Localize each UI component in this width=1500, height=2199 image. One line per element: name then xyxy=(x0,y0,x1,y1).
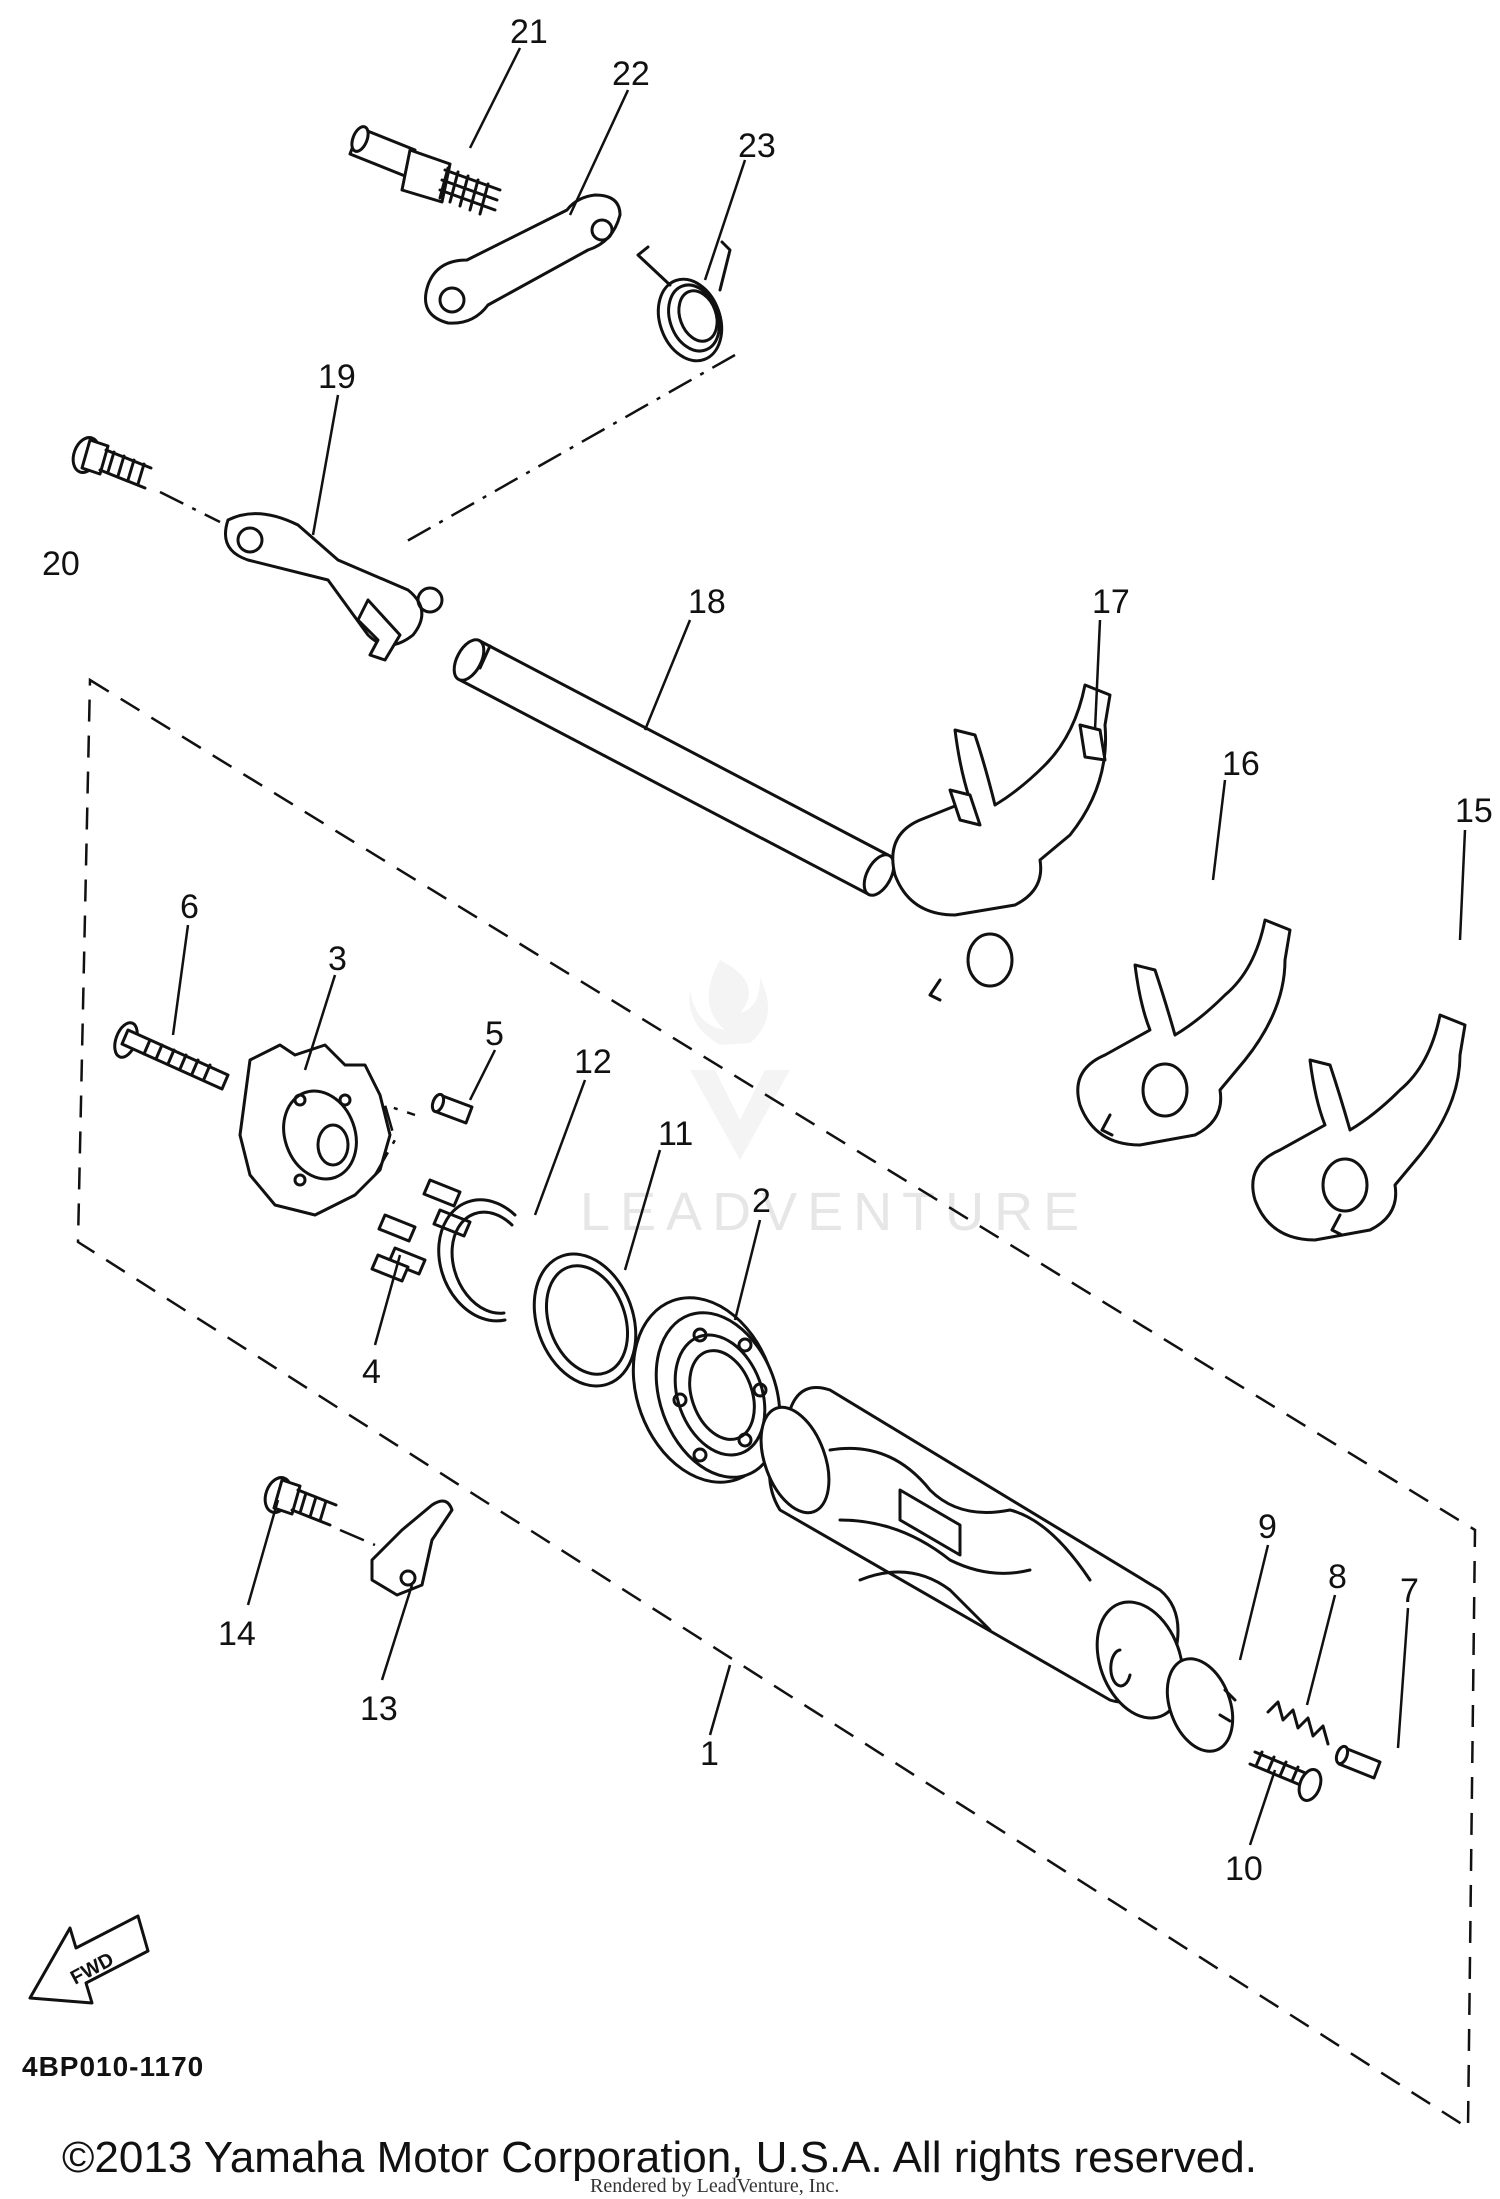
part-1-shift-drum xyxy=(759,1386,1185,1720)
part-4-pins xyxy=(370,1178,472,1283)
callout-5: 5 xyxy=(485,1015,504,1053)
fwd-arrow-icon: FWD xyxy=(28,1914,150,2005)
part-21-bolt xyxy=(348,125,502,216)
callout-10: 10 xyxy=(1225,1850,1263,1888)
part-7-pin xyxy=(1334,1744,1382,1780)
part-18-shift-fork-shaft xyxy=(452,638,896,897)
assembly-line-23-19 xyxy=(399,353,736,547)
part-12-circlip xyxy=(437,1198,517,1323)
assembly-boundary xyxy=(76,677,1477,2131)
watermark-logo xyxy=(689,960,790,1160)
part-5-pin xyxy=(430,1092,474,1125)
callout-19: 19 xyxy=(318,358,356,396)
callout-12: 12 xyxy=(574,1043,612,1081)
callout-16: 16 xyxy=(1222,745,1260,783)
callout-labels: 21 22 23 19 20 18 17 16 15 6 3 5 12 11 2… xyxy=(42,13,1493,1888)
assembly-line-14-13 xyxy=(339,1528,376,1547)
callout-21: 21 xyxy=(510,13,548,51)
callout-13: 13 xyxy=(360,1690,398,1728)
leader-lines xyxy=(171,47,1467,1846)
part-8-spring xyxy=(1266,1700,1330,1746)
callout-1: 1 xyxy=(700,1735,719,1773)
assembly-line-3-5 xyxy=(373,1103,416,1176)
callout-14: 14 xyxy=(218,1615,256,1653)
callout-2: 2 xyxy=(752,1182,771,1220)
callout-4: 4 xyxy=(362,1353,381,1391)
part-22-shift-lever xyxy=(424,193,622,325)
callout-15: 15 xyxy=(1455,792,1493,830)
part-3-shift-drum-segment xyxy=(238,1043,392,1217)
copyright-notice: ©2013 Yamaha Motor Corporation, U.S.A. A… xyxy=(62,2133,1257,2182)
part-11-washer xyxy=(532,1252,638,1388)
callout-9: 9 xyxy=(1258,1508,1277,1546)
part-10-screw xyxy=(1248,1750,1323,1802)
callout-3: 3 xyxy=(328,940,347,978)
part-20-bolt xyxy=(71,436,153,490)
part-9-plate xyxy=(1165,1657,1237,1753)
callout-18: 18 xyxy=(688,583,726,621)
callout-8: 8 xyxy=(1328,1558,1347,1596)
part-13-stopper-plate xyxy=(370,1499,454,1597)
part-2-bearing xyxy=(631,1296,782,1484)
callout-23: 23 xyxy=(738,127,776,165)
part-15-shift-fork xyxy=(1251,1013,1467,1242)
callout-6: 6 xyxy=(180,888,199,926)
part-14-bolt xyxy=(263,1476,338,1527)
callout-11: 11 xyxy=(658,1115,693,1153)
rendered-by-credit: Rendered by LeadVenture, Inc. xyxy=(590,2175,839,2197)
part-17-shift-fork xyxy=(891,683,1112,1002)
diagram-code: 4BP010-1170 xyxy=(22,2051,204,2082)
watermark-text: LEADVENTURE xyxy=(580,1182,1089,1242)
callout-7: 7 xyxy=(1400,1572,1419,1610)
part-6-bolt xyxy=(113,1021,230,1091)
callout-17: 17 xyxy=(1092,583,1130,621)
part-19-stopper-lever xyxy=(224,512,444,662)
callout-22: 22 xyxy=(612,55,650,93)
assembly-line-20-19 xyxy=(159,490,221,524)
part-16-shift-fork xyxy=(1076,918,1292,1147)
part-23-spring xyxy=(636,240,732,363)
callout-20: 20 xyxy=(42,545,80,583)
